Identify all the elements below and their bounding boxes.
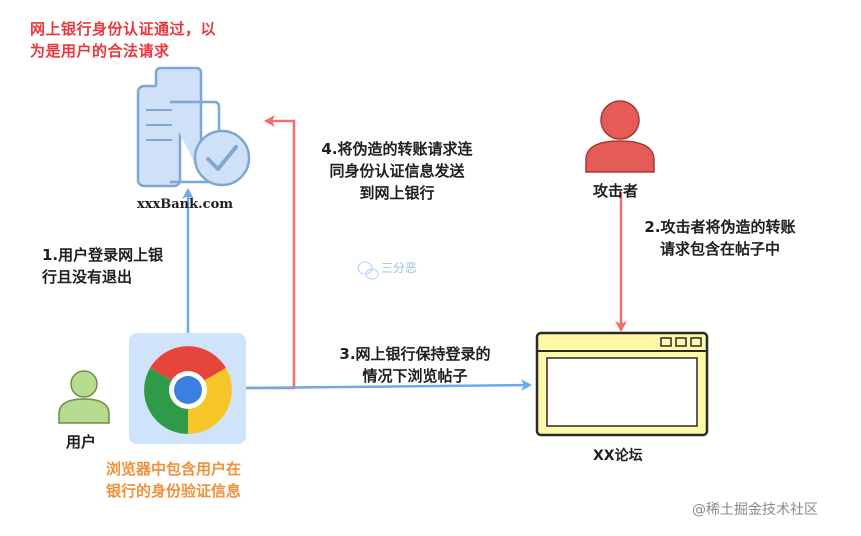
center-watermark: 三分恶 xyxy=(381,261,418,275)
attacker-person-icon xyxy=(585,100,655,173)
bank-auth-note: 网上银行身份认证通过，以 为是用户的合法请求 xyxy=(30,20,217,60)
chrome-browser-icon xyxy=(129,333,246,444)
arrow-browser-to-forum xyxy=(245,379,532,392)
corner-watermark: @稀土掘金技术社区 xyxy=(692,502,818,518)
bank-name-label: xxxBank.com xyxy=(137,197,233,212)
forum-window-icon xyxy=(535,331,709,437)
attacker-label: 攻击者 xyxy=(593,182,639,200)
step4-label: 4.将伪造的转账请求连 同身份认证信息发送 到网上银行 xyxy=(321,140,473,202)
wechat-watermark-icon xyxy=(357,261,379,280)
user-label: 用户 xyxy=(66,433,97,451)
step3-label: 3.网上银行保持登录的 情况下浏览帖子 xyxy=(339,345,491,385)
step1-label: 1.用户登录网上银 行且没有退出 xyxy=(42,246,164,286)
arrow-browser-to-bank xyxy=(246,115,296,390)
forum-name-label: XX论坛 xyxy=(593,448,643,464)
browser-auth-note: 浏览器中包含用户在 银行的身份验证信息 xyxy=(106,460,242,500)
bank-server-icon xyxy=(136,66,251,188)
step2-label: 2.攻击者将伪造的转账 请求包含在帖子中 xyxy=(644,218,796,258)
user-person-icon xyxy=(58,370,110,424)
